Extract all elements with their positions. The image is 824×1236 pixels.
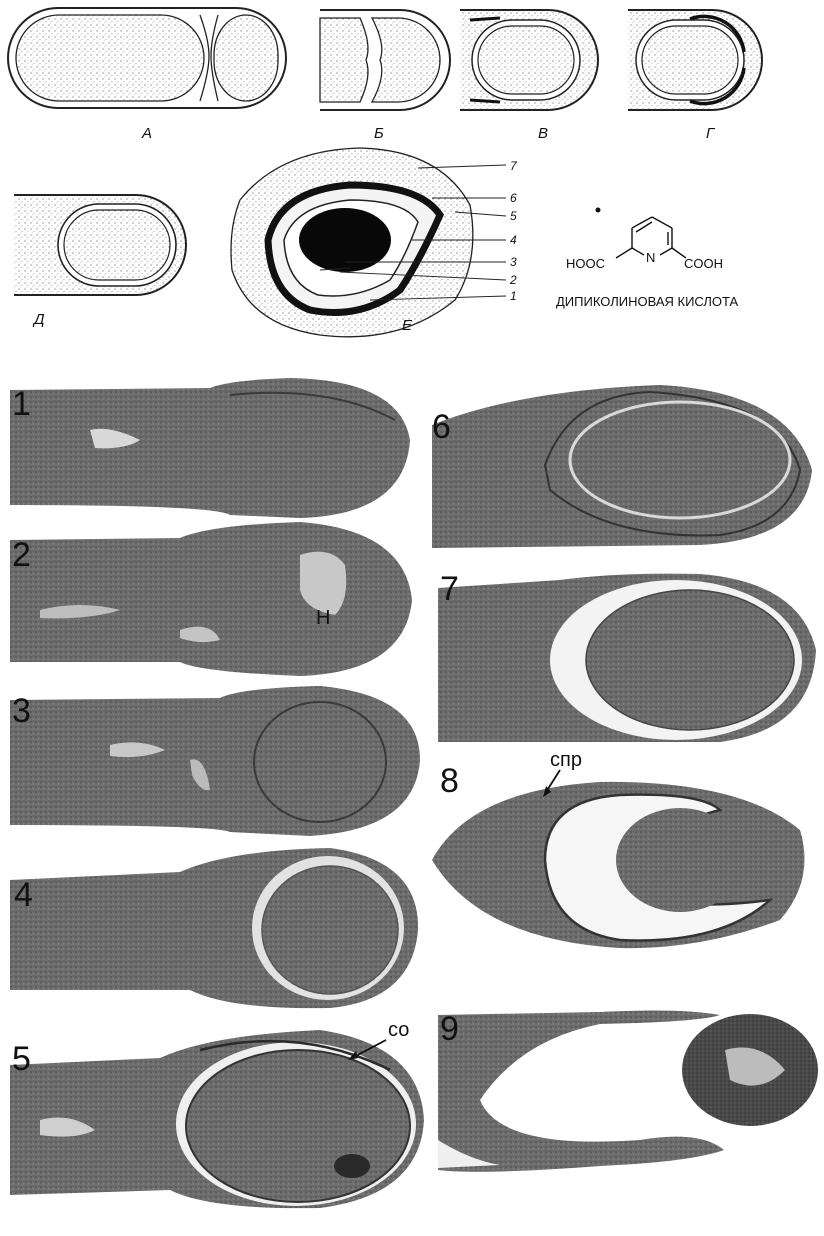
spore-coat-annotation: со [388, 1019, 409, 1041]
micrograph-3: 3 [10, 686, 420, 836]
stage-e-diagram: 7 6 5 4 3 2 1 Е [231, 148, 518, 337]
nucleoid-annotation: Н [316, 607, 330, 629]
layer-number-2: 2 [509, 273, 517, 287]
stage-g-label: Г [706, 125, 716, 142]
layer-number-4: 4 [510, 233, 517, 247]
stage-d-diagram: Д [14, 195, 186, 328]
micrograph-2: 2 Н [10, 522, 412, 676]
panel-number-7: 7 [440, 570, 459, 608]
stage-d-label: Д [32, 311, 45, 328]
panel-number-8: 8 [440, 762, 459, 800]
stage-b-label: Б [374, 125, 384, 142]
dipicolinic-acid-structure: HOOC N COOH ДИПИКОЛИНОВАЯ КИСЛОТА [556, 208, 739, 310]
panel-number-1: 1 [12, 385, 31, 423]
stage-g-diagram: Г [628, 10, 762, 142]
hooc-group: HOOC [566, 256, 605, 271]
micrograph-1: 1 [10, 378, 410, 518]
panel-number-4: 4 [14, 876, 33, 914]
layer-number-7: 7 [510, 159, 518, 173]
micrograph-4: 4 [10, 848, 418, 1008]
micrograph-6: 6 [432, 385, 812, 548]
panel-number-5: 5 [12, 1040, 31, 1078]
stage-v-label: В [538, 125, 548, 142]
forespore-membrane-annotation: спр [550, 749, 582, 771]
panel-number-9: 9 [440, 1010, 459, 1048]
cooh-group: COOH [684, 256, 723, 271]
stage-e-label: Е [402, 317, 413, 334]
layer-number-3: 3 [510, 255, 517, 269]
ring-nitrogen: N [646, 250, 655, 265]
stage-v-diagram: В [460, 10, 598, 142]
layer-number-1: 1 [510, 289, 517, 303]
layer-number-6: 6 [510, 191, 517, 205]
stage-b-diagram: Б [320, 10, 450, 142]
micrograph-8: 8 спр [432, 749, 805, 948]
panel-number-6: 6 [432, 408, 451, 446]
micrograph-9: 9 [438, 1010, 818, 1172]
micrograph-5: 5 со [10, 1019, 424, 1208]
layer-number-5: 5 [510, 209, 517, 223]
bullet-dot [596, 208, 601, 213]
panel-number-2: 2 [12, 536, 31, 574]
stage-a-label: А [141, 125, 152, 142]
stage-a-diagram: А [8, 8, 286, 142]
panel-number-3: 3 [12, 692, 31, 730]
micrograph-7: 7 [438, 570, 816, 742]
dipicolinic-acid-caption: ДИПИКОЛИНОВАЯ КИСЛОТА [556, 294, 739, 309]
